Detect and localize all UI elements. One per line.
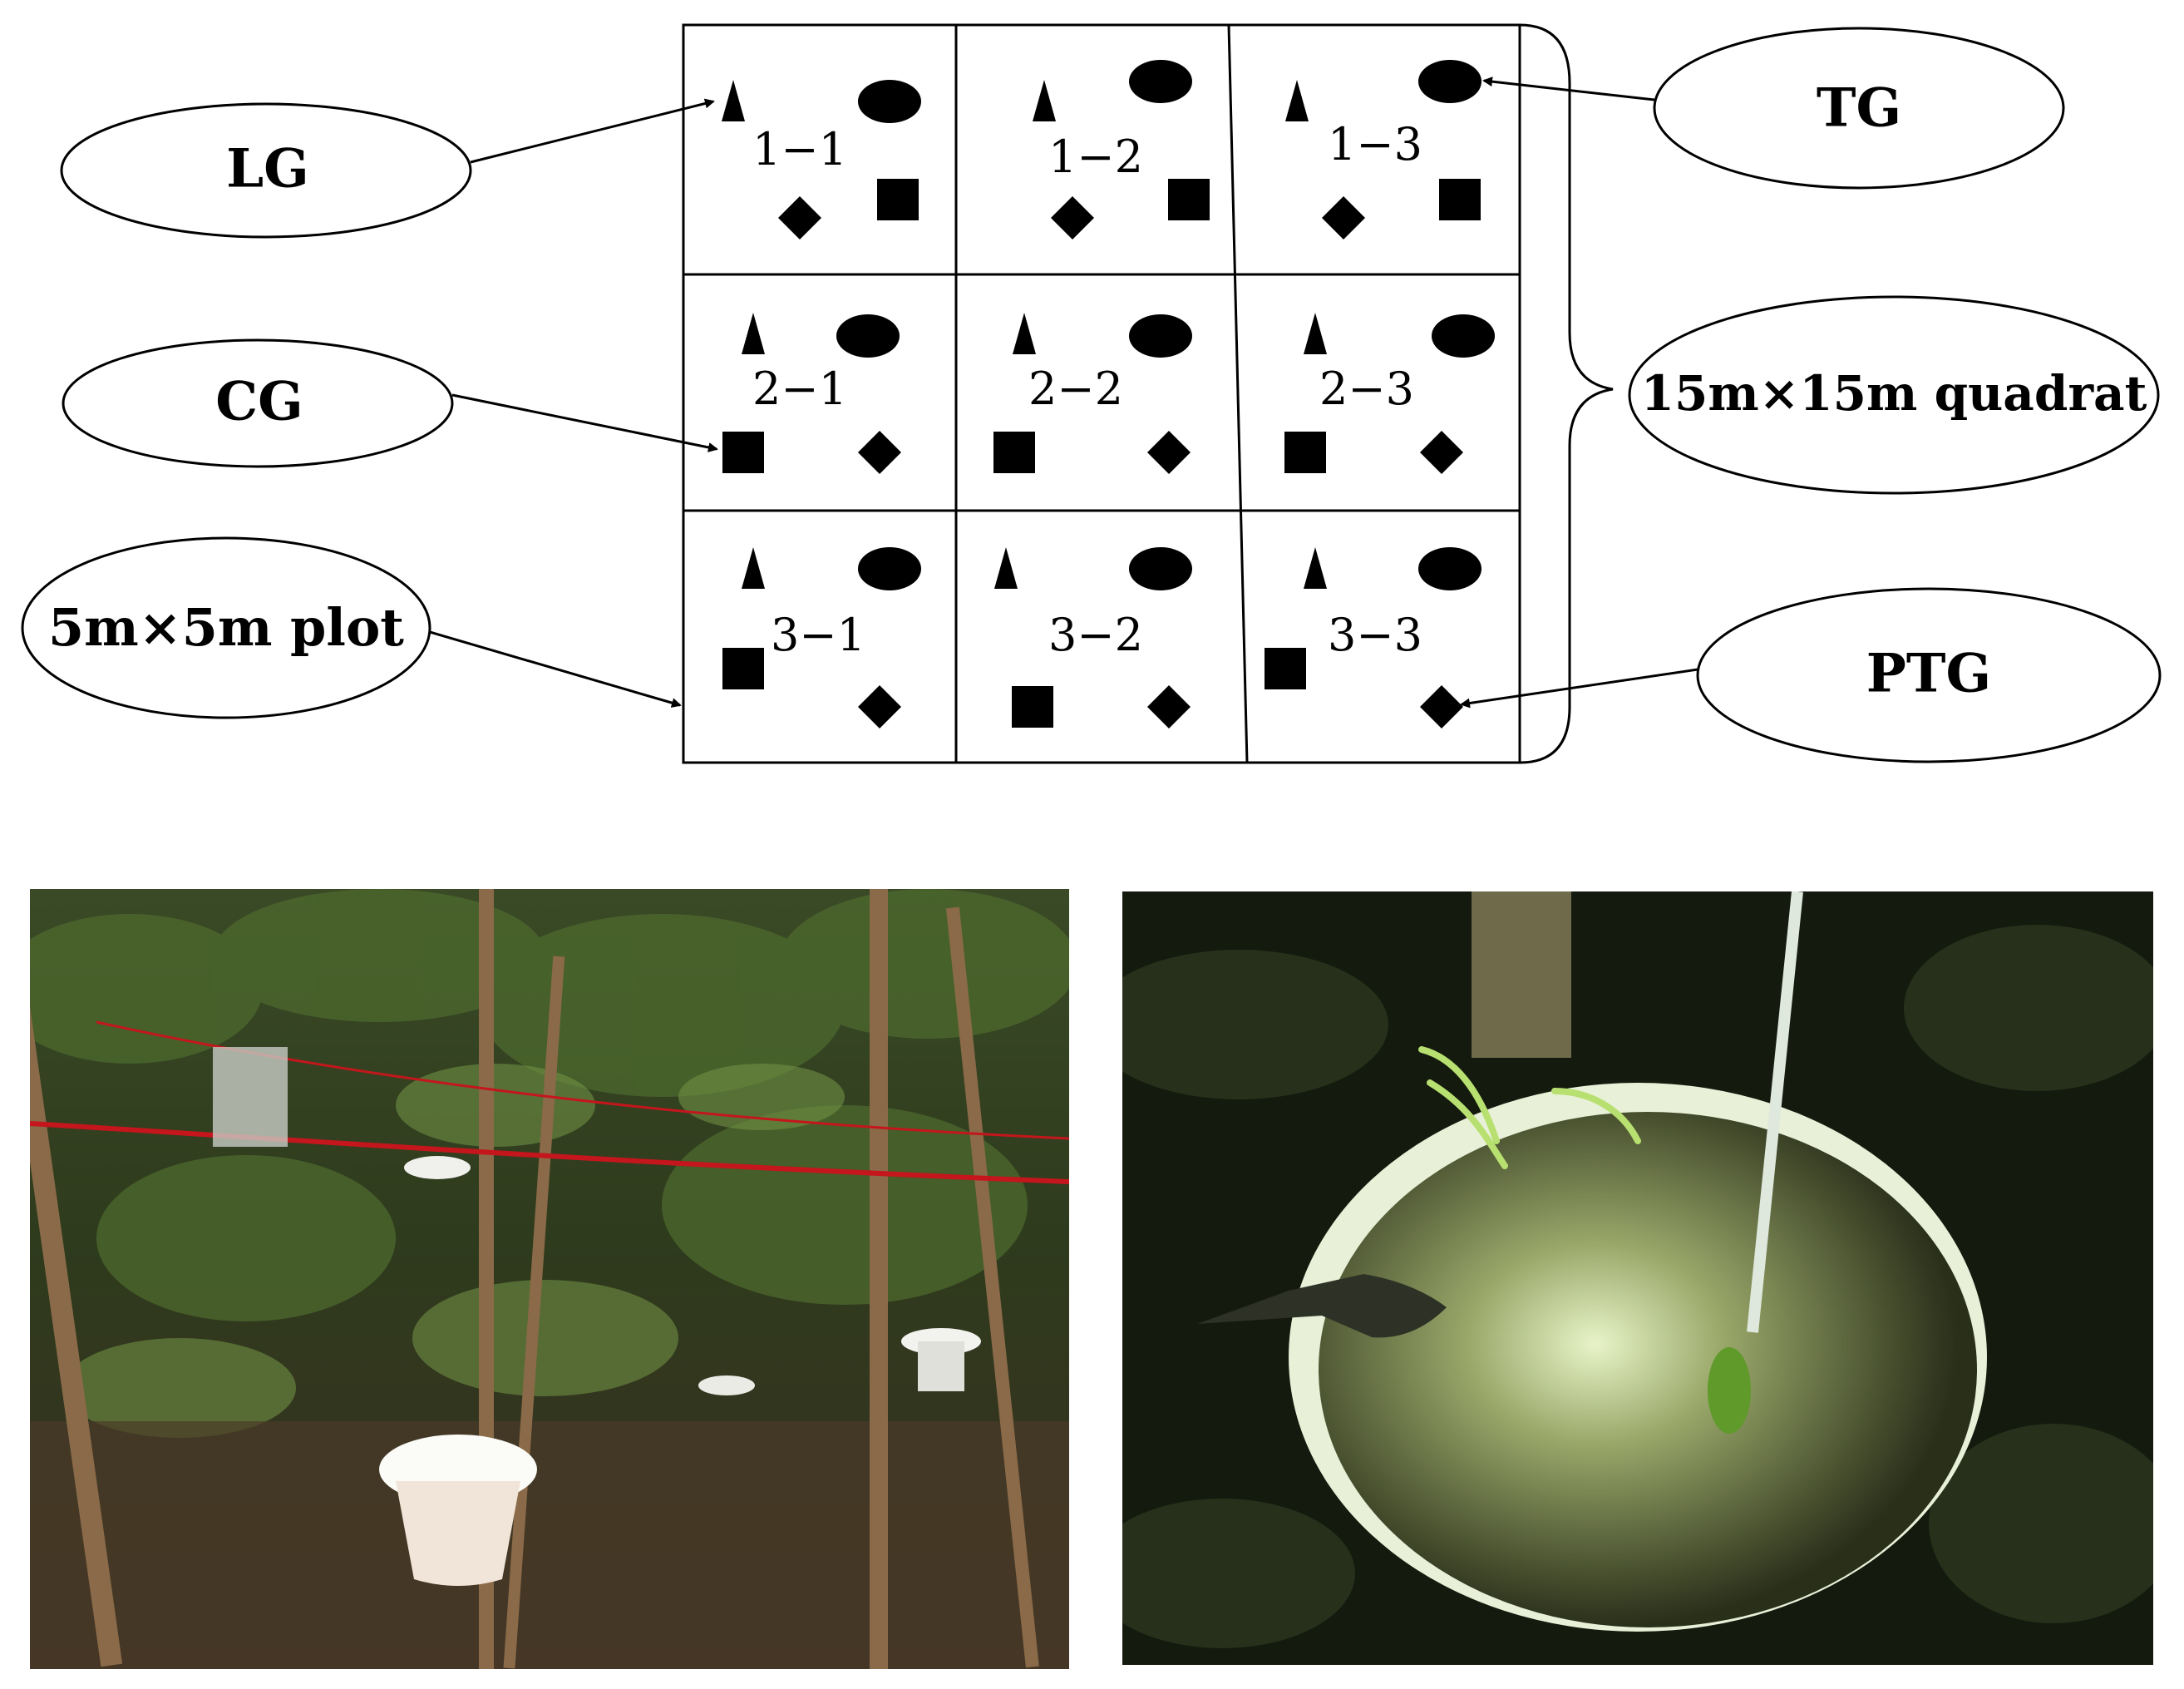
- ellipse-icon: [1418, 547, 1481, 590]
- ellipse-icon: [1129, 314, 1192, 358]
- cell-label: 3−2: [1048, 609, 1143, 661]
- ptg-arrow: [1460, 668, 1698, 709]
- pointer-arrows: [429, 77, 1698, 709]
- ellipse-icon: [858, 80, 921, 123]
- quadrat-grid: [682, 23, 1521, 764]
- square-icon: [1439, 179, 1481, 220]
- square-icon: [1012, 686, 1053, 728]
- cell-labels: 1−1 1−2 1−3 2−1 2−2 2−3 3−1 3−2 3−3: [752, 118, 1422, 661]
- plot-ellipse: [21, 536, 431, 719]
- left-labels: [21, 102, 472, 719]
- diamond-icon: [778, 196, 821, 240]
- square-icon: [1284, 432, 1326, 473]
- cell-label: 2−3: [1319, 363, 1414, 415]
- triangle-icon: [1013, 313, 1036, 354]
- cell-label: 1−2: [1048, 131, 1143, 183]
- triangle-icon: [1304, 313, 1327, 354]
- quadrat-ellipse: [1628, 295, 2160, 495]
- diamond-icon: [1147, 685, 1191, 728]
- diamond-icon: [1420, 685, 1463, 728]
- triangle-icon: [742, 313, 765, 354]
- triangle-icon: [742, 547, 765, 589]
- square-icon: [722, 432, 764, 473]
- cg-arrow: [451, 393, 718, 452]
- diamond-icon: [1051, 196, 1094, 240]
- tg-label: TG: [1817, 77, 1901, 140]
- square-icon: [1168, 179, 1210, 220]
- lg-label: LG: [226, 138, 309, 200]
- cell-label: 3−3: [1328, 609, 1422, 661]
- right-labels: [1628, 27, 2162, 763]
- triangle-icon: [994, 547, 1018, 589]
- cg-ellipse: [62, 338, 454, 468]
- ellipse-icon: [1418, 60, 1481, 103]
- cell-label: 3−1: [771, 609, 865, 661]
- quadrat-label: 15m×15m quadrat: [1641, 365, 2147, 422]
- ptg-label: PTG: [1866, 643, 1991, 705]
- cg-label: CG: [215, 371, 303, 433]
- ellipse-icon: [858, 547, 921, 590]
- ptg-ellipse: [1696, 587, 2162, 763]
- lg-arrow: [470, 98, 715, 164]
- triangle-icon: [722, 80, 745, 121]
- diamond-icon: [1420, 431, 1463, 474]
- triangle-icon: [1285, 80, 1309, 121]
- ellipse-icon: [836, 314, 900, 358]
- square-icon: [1265, 648, 1306, 689]
- tg-arrow: [1482, 77, 1655, 101]
- soil-collar-photo: [1122, 891, 2153, 1665]
- ellipse-icon: [1129, 547, 1192, 590]
- forest-plot-photo: [30, 889, 1069, 1669]
- cell-label: 2−2: [1028, 363, 1123, 415]
- diamond-icon: [858, 685, 901, 728]
- ellipse-icon: [1129, 60, 1192, 103]
- square-icon: [993, 432, 1035, 473]
- tg-ellipse: [1653, 27, 2065, 190]
- triangle-icon: [1033, 80, 1056, 121]
- quadrat-brace: [1519, 23, 1614, 764]
- square-icon: [877, 179, 919, 220]
- cell-label: 1−1: [752, 123, 847, 175]
- cell-label: 2−1: [752, 363, 847, 415]
- square-icon: [722, 648, 764, 689]
- diamond-icon: [1147, 431, 1191, 474]
- plot-arrow: [429, 630, 682, 708]
- lg-ellipse: [60, 102, 472, 239]
- diamond-icon: [1322, 196, 1365, 240]
- diamond-icon: [858, 431, 901, 474]
- plot-label: 5m×5m plot: [48, 597, 404, 658]
- ellipse-icon: [1432, 314, 1495, 358]
- quadrat-border: [682, 23, 1521, 764]
- triangle-icon: [1304, 547, 1327, 589]
- cell-label: 1−3: [1328, 118, 1422, 170]
- cell-symbols: [722, 60, 1495, 728]
- grid-line-v2: [1227, 24, 1249, 763]
- plot-layout-diagram: 1−1 1−2 1−3 2−1 2−2 2−3 3−1 3−2 3−3 LG CG 5m×5m …: [21, 23, 2162, 764]
